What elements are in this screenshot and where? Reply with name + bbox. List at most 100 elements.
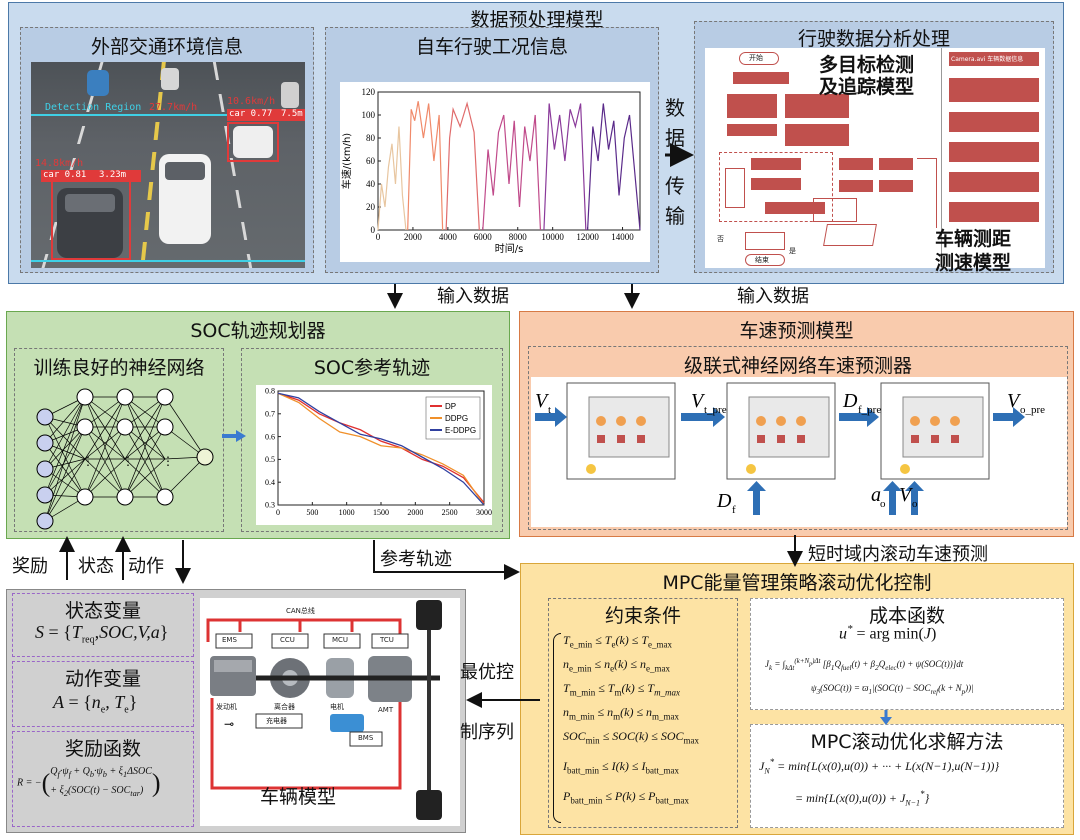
lstm-cell-2 [726,382,836,480]
constraints-box: 约束条件 Te_min ≤ Te(k) ≤ Te_max ne_min ≤ ne… [548,598,738,828]
action-label: 动作 [128,556,164,577]
right-steps: Camera.avi 车辆数据信息 [945,50,1043,222]
action-formula: A = {ne, Te} [53,692,138,716]
car-label-2: car 0.81 [43,170,87,180]
traffic-photo: Detection Region 27.7km/h 10.6km/h car 0… [31,62,305,268]
speed-pred-title: 车速预测模型 [739,320,854,342]
solve-title: MPC滚动优化求解方法 [810,731,1004,753]
speed-label-2: 10.6km/h [227,96,276,107]
y-tick-label: 120 [362,87,376,97]
constraint-6: Ibatt_min ≤ I(k) ≤ Ibatt_max [563,759,679,776]
flow-no: 否 [717,235,724,243]
series-line-2 [445,101,480,231]
svg-text:D: D [842,390,858,412]
cost-formula-3: ψ3(SOC(t)) = ϖ1|(SOC(t) − SOCref(k + Np)… [811,683,974,696]
state-label: 状态 [78,556,114,577]
svg-text:a: a [871,484,881,506]
amt-label: AMT [378,706,394,714]
cost-box: 成本函数 u* = arg min(J) Jk = ∫kΔt(k+Np)Δt [… [750,598,1064,710]
car-label-1: car 0.77 [229,109,273,119]
series-line-0 [377,126,407,231]
reference-label: 参考轨迹 [380,549,452,570]
constraints-title: 约束条件 [604,605,681,627]
reward-title: 奖励函数 [64,738,141,760]
cost-formula-2: Jk = ∫kΔt(k+Np)Δt [β1Qfuel(t) + β2Qelec(… [765,657,964,672]
clutch-label: 离合器 [274,703,295,711]
y-tick-label: 0.5 [265,455,275,464]
transfer-char-0: 数 [665,96,685,120]
lstm-cell-1 [566,382,676,480]
charger-label: 充电器 [266,717,287,725]
constraint-2: ne_min ≤ ne(k) ≤ ne_max [563,657,670,674]
x-tick-label: 500 [306,508,318,517]
legend-label: E-DDPG [445,426,476,435]
svg-text:⋮: ⋮ [82,454,94,468]
constraint-7: Pbatt_min ≤ P(k) ≤ Pbatt_max [563,789,689,806]
motor-label: 电机 [330,703,344,711]
range-model-line2: 测速模型 [935,252,1012,274]
svg-text:D: D [716,490,732,512]
action-title: 动作变量 [64,668,141,690]
x-tick-label: 10000 [541,232,564,242]
cascade-panel: 级联式神经网络车速预测器 [528,346,1068,530]
y-tick-label: 0.6 [265,432,275,441]
reward-label: 奖励 [12,556,48,577]
action-box: 动作变量 A = {ne, Te} [12,661,194,727]
y-tick-label: 100 [362,110,376,120]
y-tick-label: 0.8 [265,387,275,396]
x-tick-label: 1000 [339,508,355,517]
transfer-char-1: 据 [665,126,685,150]
speed-label-3: 14.8km/h [35,158,84,169]
lstm-cell-3 [880,382,990,480]
cost-title: 成本函数 [868,605,945,627]
x-tick-label: 14000 [611,232,634,242]
legend-label: DP [445,402,456,411]
engine-label: 发动机 [216,703,237,711]
series-line-2 [277,392,485,506]
range-model-line1: 车辆测距 [935,228,1012,250]
svg-text:f: f [732,504,736,516]
cost-formula-1: u* = arg min(J) [839,623,937,643]
plot-frame [377,91,641,231]
detection-region-label: Detection Region [45,102,142,113]
svg-text:⊸: ⊸ [224,717,234,731]
ecu-mcu: MCU [332,636,349,644]
y-tick-label: 20 [366,202,376,212]
flow-end: 结束 [755,256,769,264]
state-title: 状态变量 [64,600,141,622]
series-line-5 [587,103,641,231]
x-tick-label: 0 [276,508,280,517]
svg-text:t: t [548,404,551,416]
prediction-label: 短时域内滚动车速预测 [808,544,988,565]
preprocessing-title: 数据预处理模型 [470,9,604,31]
svg-text:V: V [899,484,914,506]
y-tick-label: 0.3 [265,501,275,510]
solve-box: MPC滚动优化求解方法 JN* = min{L(x(0),u(0)) + ···… [750,724,1064,828]
constraint-5: SOCmin ≤ SOC(k) ≤ SOCmax [563,729,700,746]
svg-text:V: V [691,390,706,412]
svg-text:o: o [912,498,918,510]
car-right [233,126,273,158]
optimal-label-1: 最优控 [460,662,514,683]
step-0: Camera.avi 车辆数据信息 [951,56,1024,63]
cascade-network: V t V t_pre D f_pre V o_pre D f a o V o [535,382,1045,516]
y-axis-label: 车速/(km/h) [340,133,353,190]
x-tick-label: 2500 [442,508,458,517]
x-tick-label: 3000 [476,508,492,517]
y-tick-label: 0 [371,225,376,235]
constraint-1: Te_min ≤ Te(k) ≤ Te_max [563,633,673,650]
analysis-title: 行驶数据分析处理 [797,28,950,50]
svg-text:⋮: ⋮ [122,454,134,468]
can-bus-label: CAN总线 [286,607,315,615]
det-model-line1: 多目标检测 [819,54,915,76]
bms-label: BMS [358,734,374,742]
dist-label-2: 3.23m [99,170,127,180]
x-tick-label: 8000 [509,232,528,242]
series-line-0 [277,392,485,504]
svg-text:f_pre: f_pre [858,404,881,416]
reward-box: 奖励函数 R = −(Qf·ψf + Qb·ψb + ξ1ΔSOC+ ξ2(SO… [12,731,194,827]
x-tick-label: 2000 [404,232,423,242]
